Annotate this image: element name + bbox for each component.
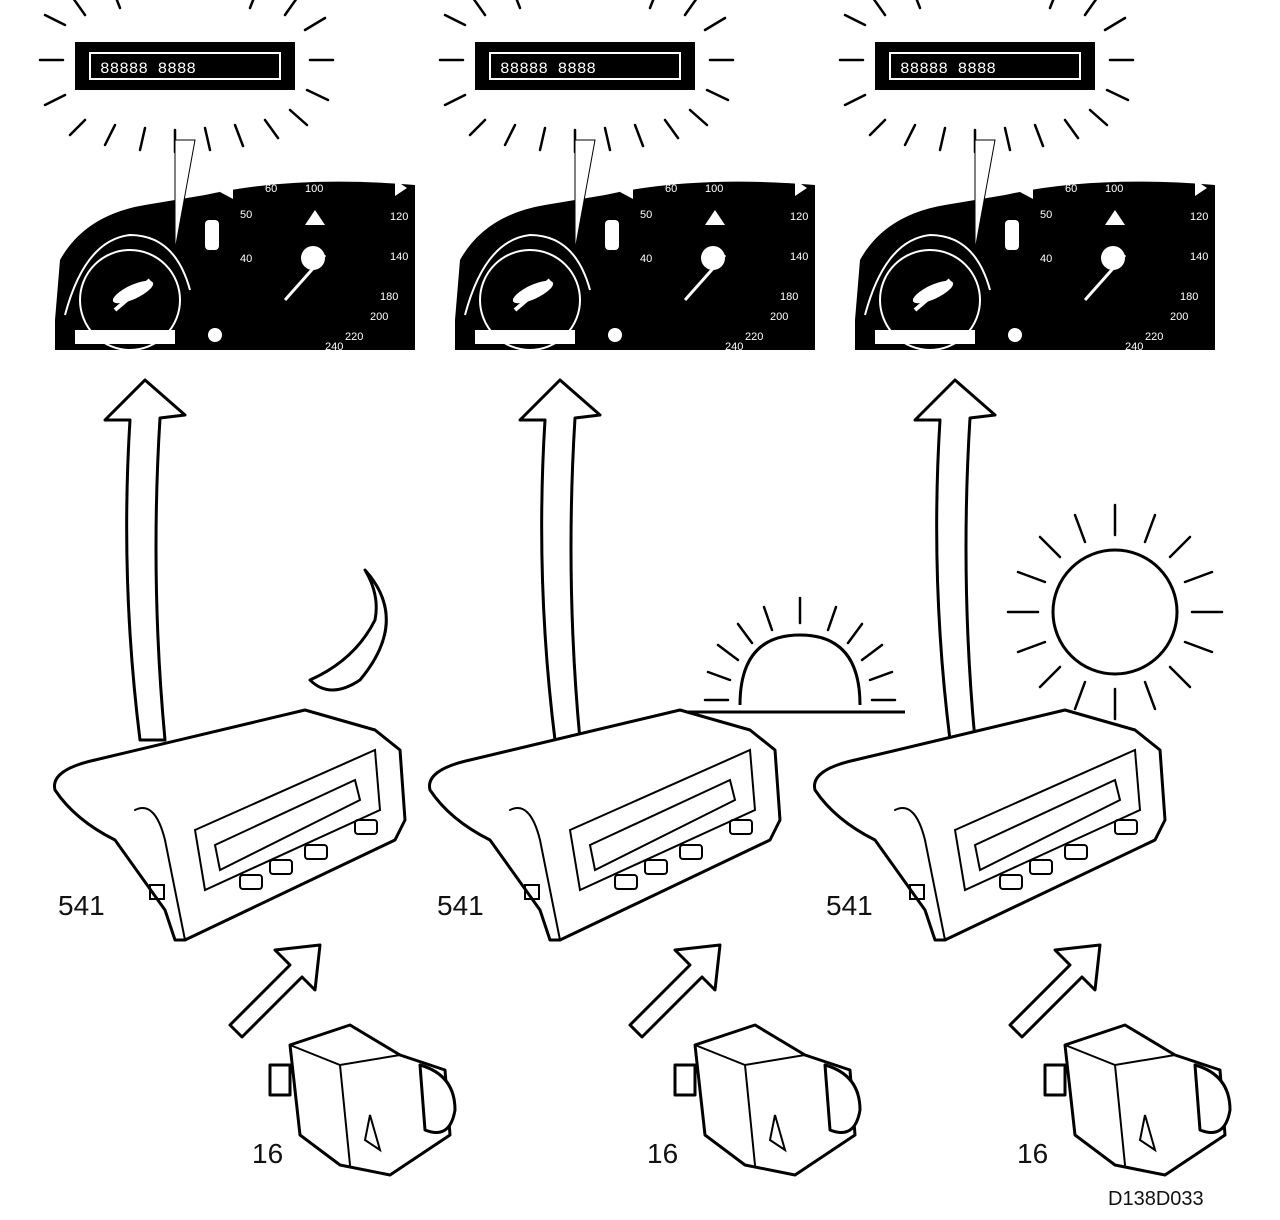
dimmer-switch — [268, 1023, 457, 1177]
display-readout: 88888 8888 — [75, 42, 295, 90]
instrument-cluster — [453, 138, 817, 355]
instrument-cluster — [53, 138, 417, 355]
input-arrow — [628, 943, 722, 1039]
control-unit — [53, 708, 407, 942]
input-arrow — [1008, 943, 1102, 1039]
signal-arrow-up — [103, 378, 187, 742]
svg-text:88888 8888: 88888 8888 — [900, 60, 996, 78]
svg-text:88888 8888: 88888 8888 — [100, 60, 196, 78]
svg-text:88888 8888: 88888 8888 — [500, 60, 596, 78]
panel-night: 88888 8888 541 16 — [38, 0, 457, 1177]
dimmer-switch — [1043, 1023, 1232, 1177]
display-readout: 88888 8888 — [475, 42, 695, 90]
signal-arrow-up — [518, 378, 602, 742]
panel-dusk: 88888 8888 541 16 — [428, 0, 905, 1177]
instrument-cluster — [853, 138, 1217, 355]
switch-label: 16 — [1017, 1138, 1048, 1169]
dimmer-switch — [673, 1023, 862, 1177]
display-readout: 88888 8888 — [875, 42, 1095, 90]
switch-label: 16 — [252, 1138, 283, 1169]
control-unit-label: 541 — [826, 890, 873, 921]
sun-icon — [1006, 503, 1224, 721]
control-unit-label: 541 — [437, 890, 484, 921]
input-arrow — [228, 943, 322, 1039]
setting-sun-icon — [675, 596, 905, 714]
switch-label: 16 — [647, 1138, 678, 1169]
panel-day: 88888 8888 — [813, 0, 1232, 1177]
figure-reference: D138D033 — [1108, 1188, 1204, 1210]
moon-icon — [308, 568, 388, 692]
signal-arrow-up — [913, 378, 997, 742]
control-unit-label: 541 — [58, 890, 105, 921]
